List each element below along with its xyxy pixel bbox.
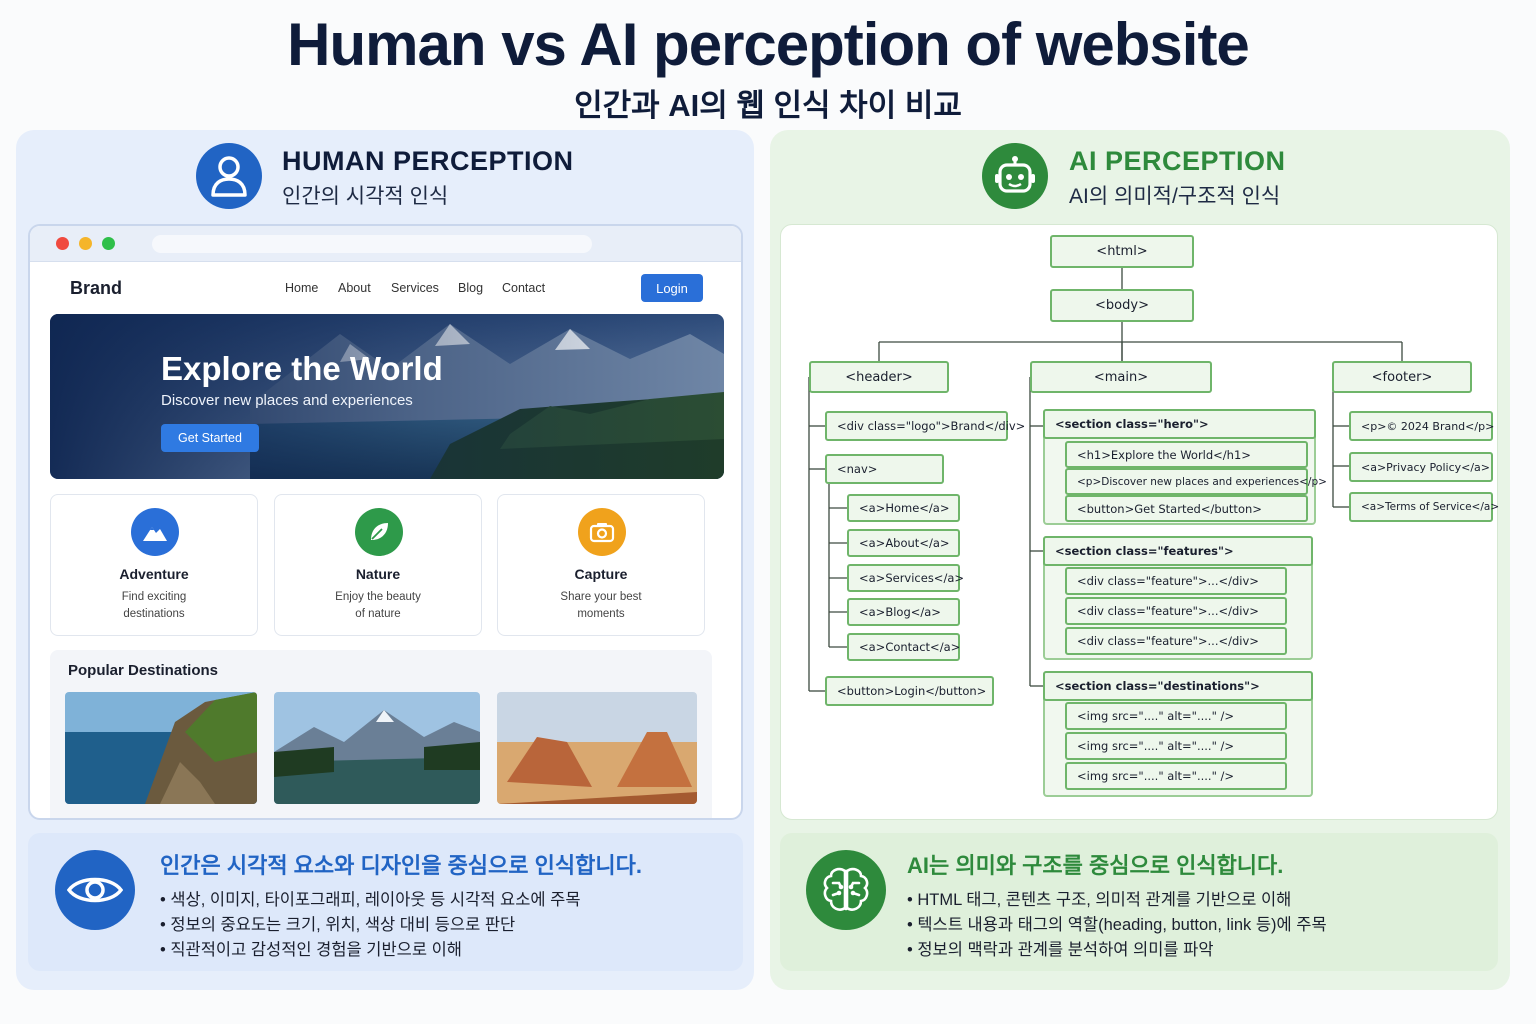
node-hero-child[interactable]: <p>Discover new places and experiences</…: [1065, 468, 1327, 495]
nav-link-about[interactable]: About: [338, 281, 371, 295]
ai-summary-item: • 정보의 맥락과 관계를 분석하여 의미를 파악: [907, 941, 1214, 959]
maximize-dot-icon[interactable]: [102, 237, 115, 250]
node-header[interactable]: <header>: [809, 361, 949, 393]
node-nav-link[interactable]: <a>Contact</a>: [847, 633, 960, 661]
ai-summary-title: AI는 의미와 구조를 중심으로 인식합니다.: [907, 853, 1284, 878]
feature-title: Adventure: [119, 566, 189, 582]
feature-desc-line: Find exciting: [121, 591, 187, 603]
site-brand[interactable]: Brand: [70, 278, 123, 298]
hero-landscape-image: [50, 314, 724, 479]
node-nav-link[interactable]: <a>Home</a>: [847, 494, 960, 522]
node-features-section[interactable]: <section class="features">: [1043, 536, 1313, 566]
node-hero-child[interactable]: <button>Get Started</button>: [1065, 495, 1308, 522]
feature-desc-line: moments: [577, 608, 625, 620]
login-button[interactable]: Login: [641, 274, 703, 302]
feature-desc-line: of nature: [355, 608, 401, 620]
destination-image-desert[interactable]: [497, 692, 697, 804]
feature-card-nature[interactable]: Nature Enjoy the beauty of nature: [274, 494, 482, 636]
node-nav-link[interactable]: <a>Services</a>: [847, 564, 964, 592]
node-nav[interactable]: <nav>: [825, 454, 944, 484]
feature-description: Find exciting destinations: [51, 589, 257, 623]
node-footer-child[interactable]: <a>Terms of Service</a>: [1349, 492, 1499, 522]
browser-mockup: Brand Home About Services Blog Contact L…: [28, 224, 743, 820]
ai-subtitle: AI의 의미적/구조적 인식: [1069, 185, 1281, 208]
node-feature-child[interactable]: <div class="feature">...</div>: [1065, 597, 1287, 625]
destination-image-coast[interactable]: [65, 692, 257, 804]
feature-desc-line: destinations: [123, 608, 185, 620]
ai-summary: AI는 의미와 구조를 중심으로 인식합니다. • HTML 태그, 콘텐츠 구…: [780, 833, 1498, 971]
person-icon: [196, 143, 262, 209]
page-title: Human vs AI perception of website: [287, 11, 1250, 78]
node-img[interactable]: <img src="...." alt="...." />: [1065, 732, 1287, 760]
close-dot-icon[interactable]: [56, 237, 69, 250]
feature-title: Nature: [355, 566, 401, 582]
node-nav-link[interactable]: <a>Blog</a>: [847, 598, 960, 626]
node-body[interactable]: <body>: [1050, 289, 1194, 322]
brain-icon: [806, 850, 886, 930]
node-footer[interactable]: <footer>: [1332, 361, 1472, 393]
nav-link-contact[interactable]: Contact: [502, 281, 546, 295]
node-img[interactable]: <img src="...." alt="...." />: [1065, 702, 1287, 730]
node-hero-section[interactable]: <section class="hero">: [1043, 409, 1316, 439]
nav-link-home[interactable]: Home: [285, 281, 319, 295]
address-bar[interactable]: [152, 235, 592, 253]
nav-link-services[interactable]: Services: [391, 281, 439, 295]
feature-card-adventure[interactable]: Adventure Find exciting destinations: [50, 494, 258, 636]
destination-image-lake[interactable]: [274, 692, 480, 804]
dom-tree: <html> <body> <header> <main> <footer> <…: [780, 224, 1499, 820]
nav-link-blog[interactable]: Blog: [458, 281, 484, 295]
node-logo[interactable]: <div class="logo">Brand</div>: [825, 411, 1025, 441]
node-main[interactable]: <main>: [1030, 361, 1212, 393]
human-summary-item: • 색상, 이미지, 타이포그래피, 레이아웃 등 시각적 요소에 주목: [160, 891, 581, 909]
robot-icon: [982, 143, 1048, 209]
destinations-title: Popular Destinations: [68, 662, 219, 679]
hero-banner: Explore the World Discover new places an…: [50, 314, 724, 479]
feature-description: Enjoy the beauty of nature: [275, 589, 481, 623]
node-footer-child[interactable]: <a>Privacy Policy</a>: [1349, 452, 1493, 482]
feature-desc-line: Share your best: [560, 591, 642, 603]
node-img[interactable]: <img src="...." alt="...." />: [1065, 762, 1287, 790]
feature-description: Share your best moments: [498, 589, 704, 623]
hero-title: Explore the World: [161, 350, 443, 387]
node-nav-link[interactable]: <a>About</a>: [847, 529, 960, 557]
page-subtitle: 인간과 AI의 웹 인식 차이 비교: [574, 88, 962, 123]
mountain-icon: [131, 508, 179, 556]
feature-desc-line: Enjoy the beauty: [335, 591, 421, 603]
human-title: HUMAN PERCEPTION: [282, 146, 574, 176]
hero-subtitle: Discover new places and experiences: [161, 392, 413, 409]
human-summary-item: • 정보의 중요도는 크기, 위치, 색상 대비 등으로 판단: [160, 916, 516, 934]
dom-tree-connectors: [808, 268, 1403, 692]
node-login-button[interactable]: <button>Login</button>: [825, 676, 994, 706]
human-summary-title: 인간은 시각적 요소와 디자인을 중심으로 인식합니다.: [160, 853, 642, 878]
camera-icon: [578, 508, 626, 556]
human-summary-item: • 직관적이고 감성적인 경험을 기반으로 이해: [160, 941, 462, 959]
leaf-icon: [355, 508, 403, 556]
eye-icon: [55, 850, 135, 930]
popular-destinations-section: Popular Destinations: [50, 650, 712, 818]
node-html[interactable]: <html>: [1050, 235, 1194, 268]
node-hero-child[interactable]: <h1>Explore the World</h1>: [1065, 441, 1308, 468]
node-feature-child[interactable]: <div class="feature">...</div>: [1065, 567, 1287, 595]
get-started-button[interactable]: Get Started: [161, 424, 259, 452]
human-summary: 인간은 시각적 요소와 디자인을 중심으로 인식합니다. • 색상, 이미지, …: [28, 833, 743, 971]
browser-chrome: [30, 226, 741, 262]
feature-title: Capture: [574, 566, 628, 582]
ai-title: AI PERCEPTION: [1069, 146, 1286, 176]
ai-summary-item: • HTML 태그, 콘텐츠 구조, 의미적 관계를 기반으로 이해: [907, 891, 1292, 909]
node-footer-child[interactable]: <p>© 2024 Brand</p>: [1349, 411, 1494, 441]
minimize-dot-icon[interactable]: [79, 237, 92, 250]
feature-card-capture[interactable]: Capture Share your best moments: [497, 494, 705, 636]
human-subtitle: 인간의 시각적 인식: [282, 185, 449, 208]
ai-summary-item: • 텍스트 내용과 태그의 역할(heading, button, link 등…: [907, 916, 1327, 934]
node-feature-child[interactable]: <div class="feature">...</div>: [1065, 627, 1287, 655]
node-destinations-section[interactable]: <section class="destinations">: [1043, 671, 1313, 701]
